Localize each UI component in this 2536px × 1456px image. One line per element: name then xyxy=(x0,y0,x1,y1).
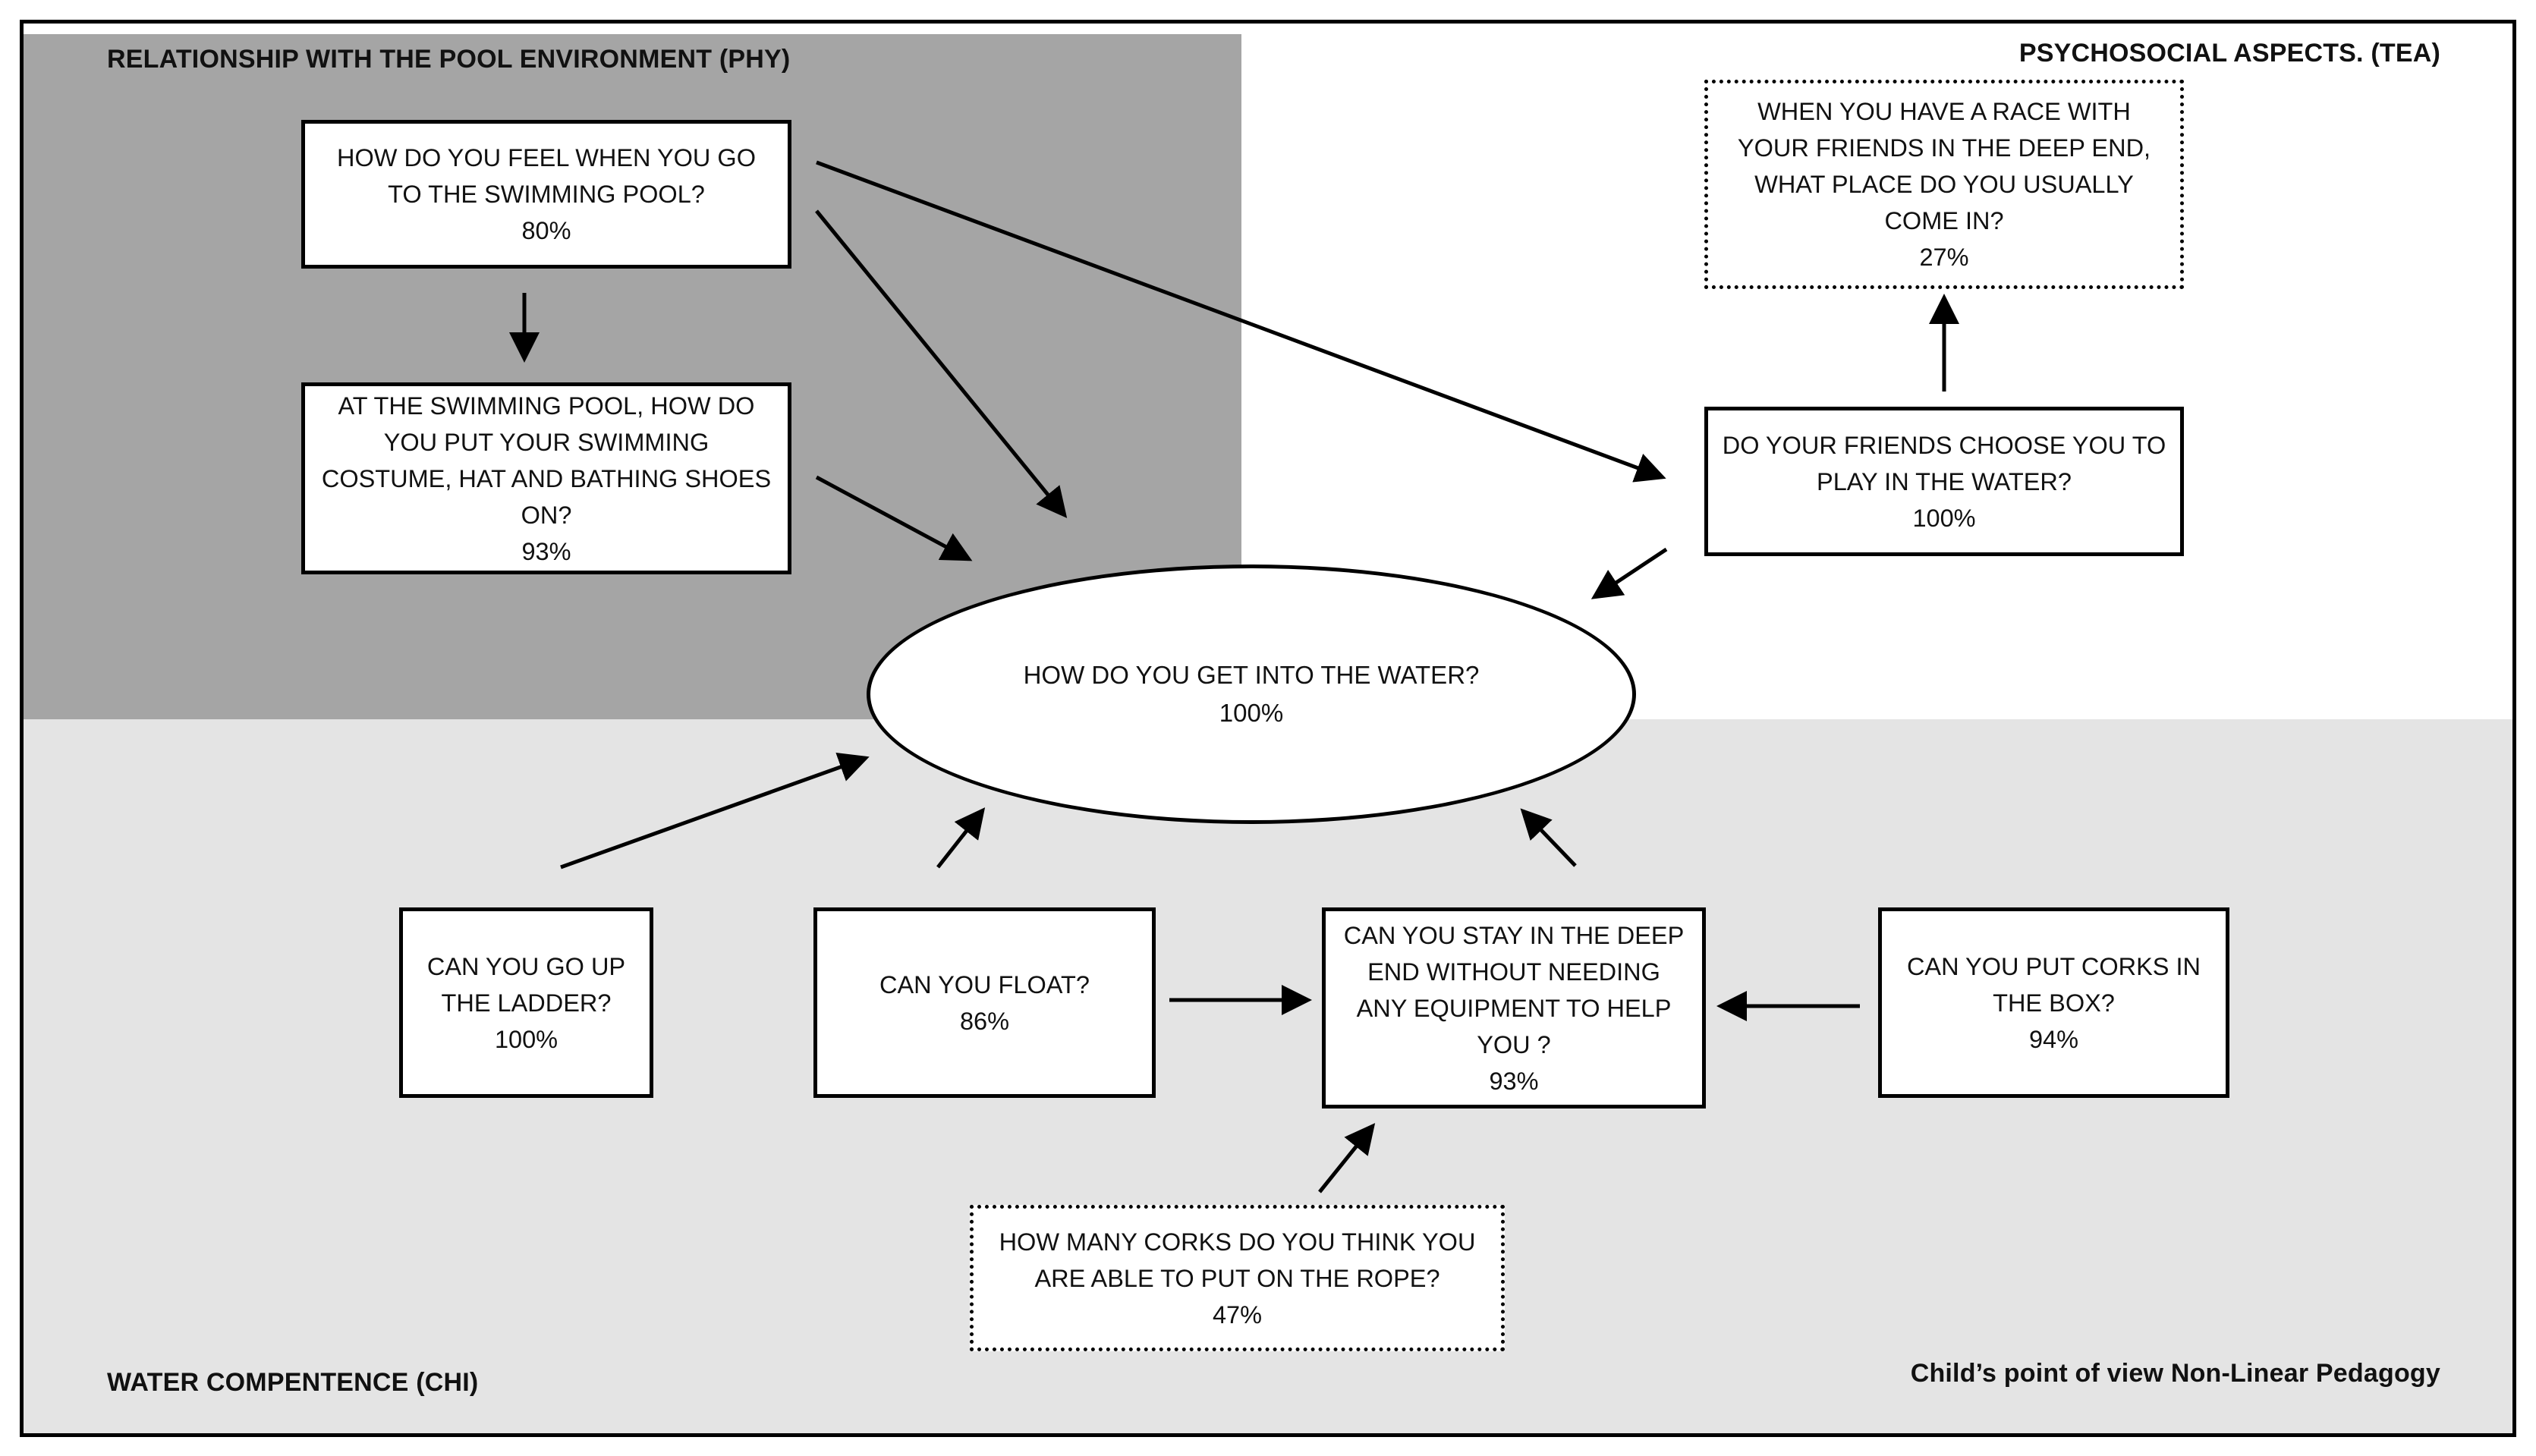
arrow-deep-to-center xyxy=(1520,808,1577,867)
question-box-float: CAN YOU FLOAT? 86% xyxy=(813,907,1156,1098)
question-percent: 27% xyxy=(1919,244,1969,271)
question-percent: 93% xyxy=(521,537,571,565)
arrow-friends-to-center xyxy=(1591,547,1668,599)
diagram-frame: RELATIONSHIP WITH THE POOL ENVIRONMENT (… xyxy=(20,20,2516,1437)
question-percent: 80% xyxy=(521,217,571,244)
arrow-feel-to-friends xyxy=(816,160,1666,483)
question-text: CAN YOU GO UP THE LADDER? xyxy=(426,952,626,1017)
question-text: CAN YOU PUT CORKS IN THE BOX? xyxy=(1906,952,2201,1017)
question-text: CAN YOU FLOAT? xyxy=(879,970,1090,998)
arrow-feel-to-center xyxy=(815,209,1068,518)
question-percent: 100% xyxy=(1912,504,1976,532)
question-text: CAN YOU STAY IN THE DEEP END WITHOUT NEE… xyxy=(1343,921,1685,1058)
question-text: DO YOUR FRIENDS CHOOSE YOU TO PLAY IN TH… xyxy=(1722,431,2166,495)
question-text: HOW DO YOU FEEL WHEN YOU GO TO THE SWIMM… xyxy=(337,144,756,208)
center-question-ellipse: HOW DO YOU GET INTO THE WATER? 100% xyxy=(867,564,1636,824)
arrow-costume-to-center xyxy=(815,475,973,561)
question-box-costume: AT THE SWIMMING POOL, HOW DO YOU PUT YOU… xyxy=(301,382,791,574)
question-percent: 47% xyxy=(1212,1300,1263,1329)
region-label-tea: PSYCHOSOCIAL ASPECTS. (TEA) xyxy=(2018,39,2440,68)
question-percent: 86% xyxy=(959,1007,1010,1035)
question-text: HOW MANY CORKS DO YOU THINK YOU ARE ABLE… xyxy=(999,1228,1476,1292)
question-percent: 100% xyxy=(494,1025,558,1053)
question-box-race: WHEN YOU HAVE A RACE WITH YOUR FRIENDS I… xyxy=(1704,80,2184,289)
region-label-phy: RELATIONSHIP WITH THE POOL ENVIRONMENT (… xyxy=(107,45,791,74)
question-text: AT THE SWIMMING POOL, HOW DO YOU PUT YOU… xyxy=(321,392,772,529)
region-label-chi: WATER COMPENTENCE (CHI) xyxy=(107,1368,479,1397)
question-percent: 93% xyxy=(1489,1067,1539,1095)
question-box-feel-pool: HOW DO YOU FEEL WHEN YOU GO TO THE SWIMM… xyxy=(301,120,791,269)
question-box-friends: DO YOUR FRIENDS CHOOSE YOU TO PLAY IN TH… xyxy=(1704,407,2184,556)
diagram-caption: Child’s point of view Non-Linear Pedagog… xyxy=(1910,1359,2440,1388)
question-box-corks-rope: HOW MANY CORKS DO YOU THINK YOU ARE ABLE… xyxy=(970,1205,1505,1351)
arrow-float-to-center xyxy=(936,807,986,869)
arrow-ladder-to-center xyxy=(560,752,870,870)
center-question-text: HOW DO YOU GET INTO THE WATER? xyxy=(1023,661,1480,689)
arrow-corks-rope-to-deep xyxy=(1318,1123,1376,1193)
question-box-corks-box: CAN YOU PUT CORKS IN THE BOX? 94% xyxy=(1878,907,2229,1098)
question-box-deep-end: CAN YOU STAY IN THE DEEP END WITHOUT NEE… xyxy=(1322,907,1706,1109)
question-percent: 94% xyxy=(2028,1025,2079,1053)
arrow-layer xyxy=(509,160,1959,1193)
question-text: WHEN YOU HAVE A RACE WITH YOUR FRIENDS I… xyxy=(1737,98,2151,234)
question-box-ladder: CAN YOU GO UP THE LADDER? 100% xyxy=(399,907,653,1098)
center-question-percent: 100% xyxy=(1219,699,1284,727)
